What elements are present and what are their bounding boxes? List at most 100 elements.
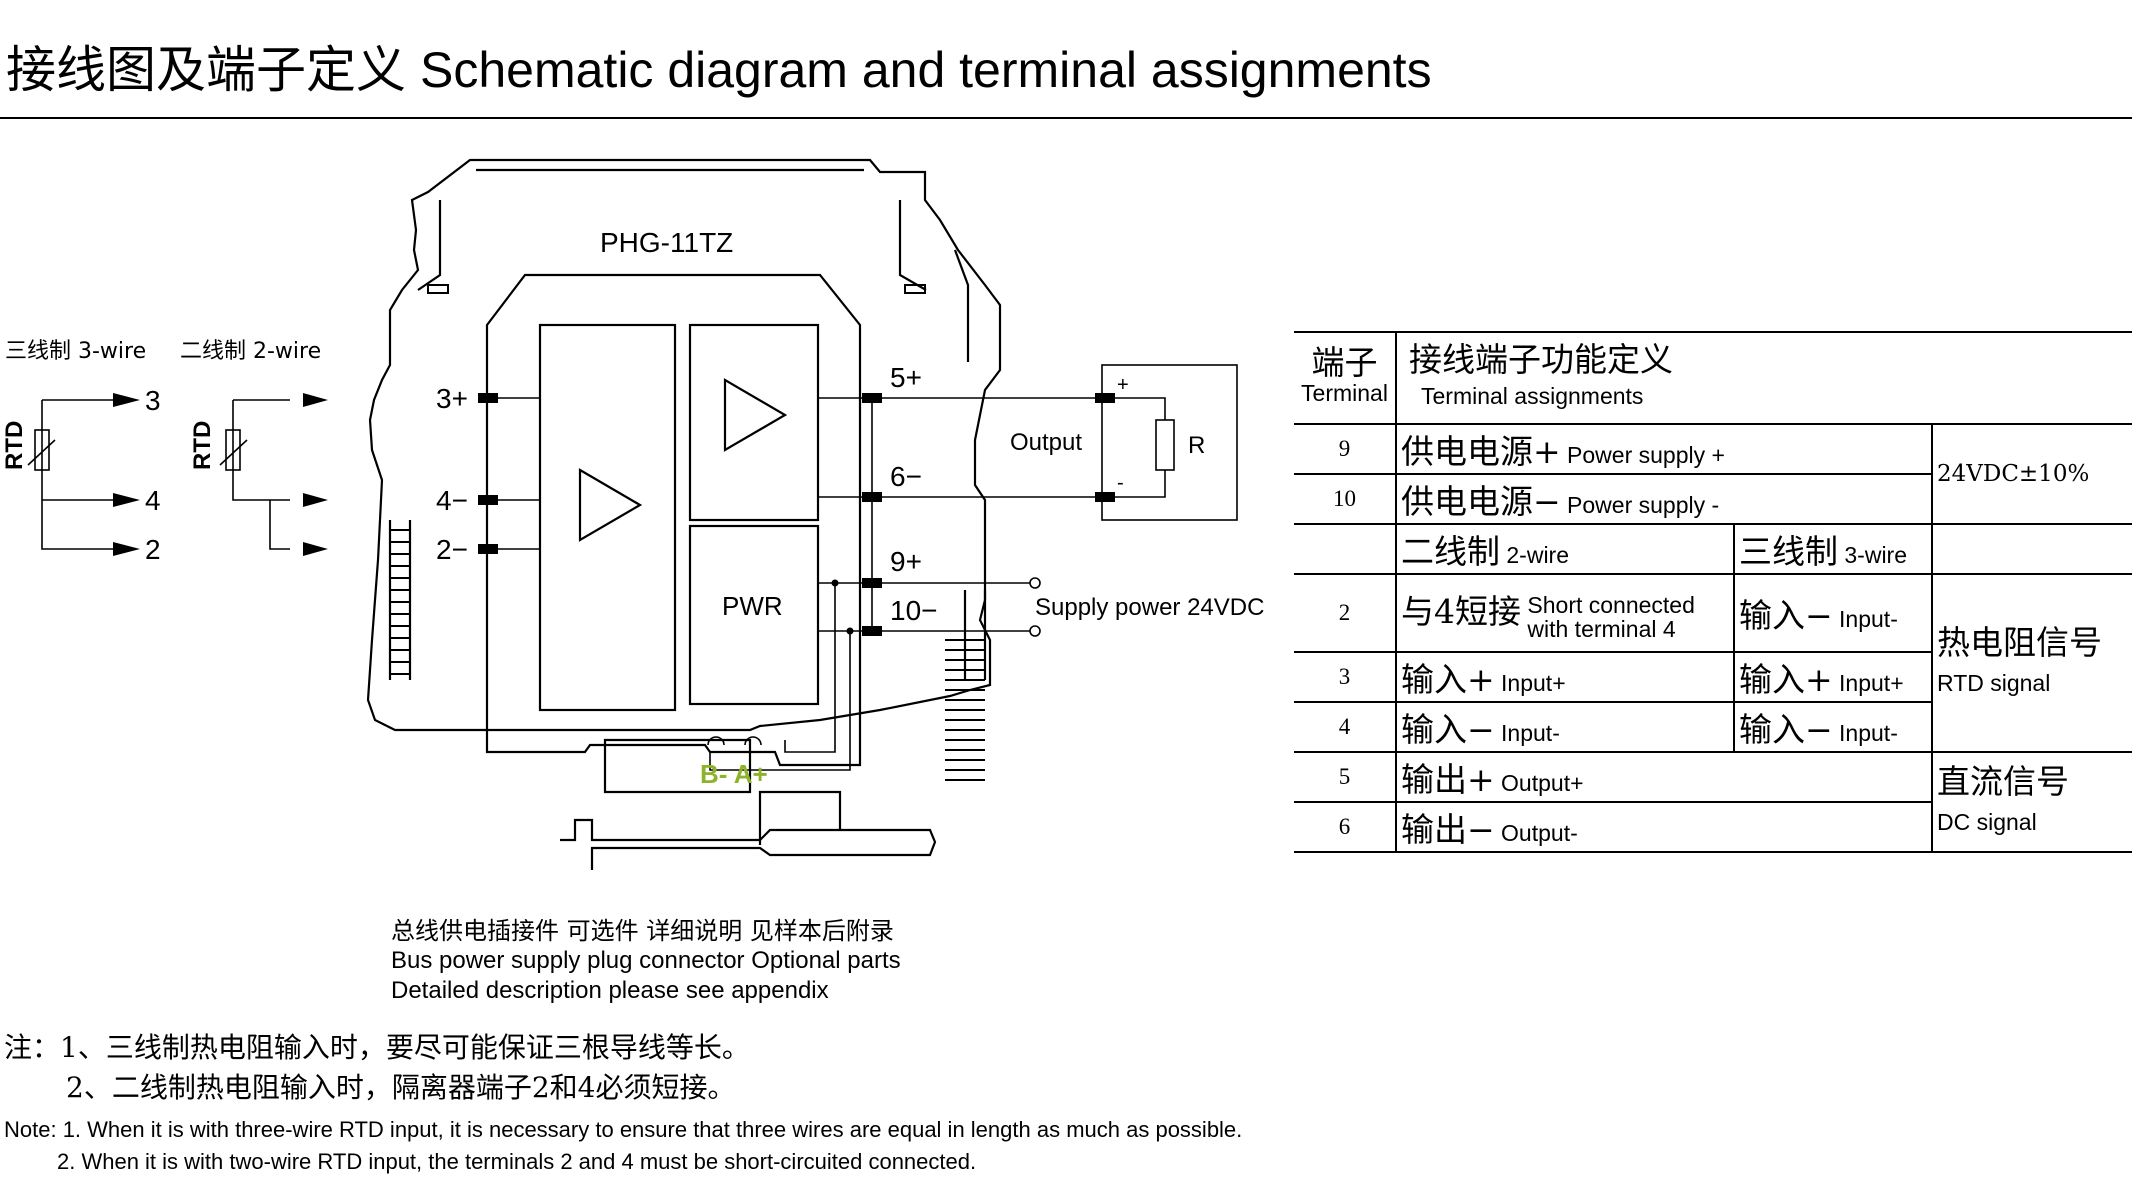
left-terminal-2: 2 bbox=[145, 534, 161, 565]
terminal-number: 5 bbox=[1294, 751, 1397, 803]
output-amplifier-block bbox=[688, 323, 820, 522]
two-wire-label: 二线制 2-wire bbox=[180, 339, 321, 364]
pwr-label: PWR bbox=[722, 591, 783, 621]
three-wire-cn: 三线制 bbox=[1739, 532, 1838, 571]
row-cn: 供电电源+ bbox=[1401, 432, 1561, 471]
table-row: 4 输入− Input- 输入− Input- bbox=[1294, 701, 2132, 753]
row-cn: 输入+ bbox=[1401, 660, 1495, 699]
terminal-number: 9 bbox=[1294, 423, 1397, 475]
table-row: 6 输出− Output- bbox=[1294, 801, 2132, 853]
row-cn: 供电电源− bbox=[1401, 482, 1561, 521]
rtd-signal-cn: 热电阻信号 bbox=[1937, 623, 2102, 662]
dc-signal-cn: 直流信号 bbox=[1937, 762, 2069, 801]
table-row: 10 供电电源− Power supply - bbox=[1294, 473, 2132, 525]
terminal-table: 端子 Terminal 接线端子功能定义 Terminal assignment… bbox=[1294, 331, 2132, 853]
row-en: Input- bbox=[1501, 720, 1560, 746]
note-cn-1: 注：1、三线制热电阻输入时，要尽可能保证三根导线等长。 bbox=[4, 1031, 750, 1064]
bus-note-en2: Detailed description please see appendix bbox=[391, 977, 829, 1004]
three-wire-label: 三线制 3-wire bbox=[5, 339, 146, 364]
terminal-number: 10 bbox=[1294, 473, 1397, 525]
terminal-pad-2 bbox=[478, 544, 498, 554]
input-amplifier-block bbox=[538, 323, 677, 712]
supply-value: 24VDC±10% bbox=[1931, 423, 2132, 525]
row-en: Input- bbox=[1839, 720, 1898, 746]
row-en: Input- bbox=[1839, 606, 1898, 632]
load-box bbox=[1101, 364, 1238, 521]
output-amplifier-icon bbox=[723, 378, 788, 452]
two-wire-en: 2-wire bbox=[1506, 542, 1570, 568]
header-terminal-en: Terminal bbox=[1301, 380, 1388, 406]
left-terminal-3: 3 bbox=[145, 385, 161, 416]
note-en-2: 2. When it is with two-wire RTD input, t… bbox=[57, 1149, 977, 1174]
terminal-number: 6 bbox=[1294, 801, 1397, 853]
bus-note-en1: Bus power supply plug connector Optional… bbox=[391, 947, 901, 974]
header-assignments: 接线端子功能定义 Terminal assignments bbox=[1395, 331, 2132, 425]
load-minus: - bbox=[1117, 472, 1124, 494]
row-cn: 与4短接 bbox=[1401, 592, 1521, 632]
page-title-en: Schematic diagram and terminal assignmen… bbox=[420, 42, 1432, 98]
load-resistor bbox=[1155, 419, 1175, 471]
note-cn-2: 2、二线制热电阻输入时，隔离器端子2和4必须短接。 bbox=[66, 1071, 736, 1104]
row-cn: 输入− bbox=[1739, 710, 1833, 749]
row-cn: 输入− bbox=[1739, 596, 1833, 635]
row-cn: 输入− bbox=[1401, 710, 1495, 749]
schematic-diagram: PHG-11TZ 三线制 3-wire 二线制 2-wire RTD RTD 3… bbox=[1, 158, 1264, 870]
model-label: PHG-11TZ bbox=[600, 227, 733, 258]
bus-note: 总线供电插接件 可选件 详细说明 见样本后附录 Bus power supply… bbox=[391, 916, 901, 1006]
table-row: 二线制 2-wire 三线制 3-wire bbox=[1294, 523, 2132, 575]
input-amplifier-icon bbox=[578, 468, 643, 542]
row-en: Output- bbox=[1501, 820, 1578, 846]
load-plus: + bbox=[1117, 374, 1129, 396]
row-en: Output+ bbox=[1501, 770, 1584, 796]
rtd-signal-en: RTD signal bbox=[1937, 670, 2051, 696]
table-row: 2 与4短接 Short connected with terminal 4 输… bbox=[1294, 573, 2132, 753]
three-wire-en: 3-wire bbox=[1844, 542, 1908, 568]
module-output-10: 10− bbox=[890, 595, 938, 626]
title-divider bbox=[0, 117, 2132, 119]
pwr-block bbox=[688, 524, 820, 706]
row-en: Power supply - bbox=[1567, 492, 1720, 518]
module-input-2: 2− bbox=[436, 534, 468, 565]
table-row: 5 输出+ Output+ 直流信号 DC signal bbox=[1294, 751, 2132, 853]
supply-label: Supply power 24VDC bbox=[1035, 594, 1264, 621]
terminal-number: 2 bbox=[1294, 573, 1397, 653]
terminal-pad-3 bbox=[478, 393, 498, 403]
table-row: 9 供电电源+ Power supply + 24VDC±10% bbox=[1294, 423, 2132, 525]
rtd-2wire-element bbox=[225, 429, 241, 471]
row-en: Input+ bbox=[1501, 670, 1566, 696]
two-wire-cn: 二线制 bbox=[1401, 532, 1500, 571]
table-row: 3 输入+ Input+ 输入+ Input+ bbox=[1294, 651, 2132, 703]
module-output-5: 5+ bbox=[890, 362, 922, 393]
left-terminal-4: 4 bbox=[145, 485, 161, 516]
rtd-3wire-element bbox=[34, 429, 50, 471]
output-label: Output bbox=[1010, 429, 1082, 456]
inner-panel bbox=[485, 273, 862, 767]
module-output-6: 6− bbox=[890, 461, 922, 492]
row-en: Short connected bbox=[1527, 591, 1695, 618]
bus-note-cn: 总线供电插接件 可选件 详细说明 见样本后附录 bbox=[391, 917, 894, 945]
header-terminal-cn: 端子 bbox=[1311, 343, 1378, 382]
terminal-pad-4 bbox=[478, 495, 498, 505]
terminal-number: 3 bbox=[1294, 651, 1397, 703]
module-output-9: 9+ bbox=[890, 546, 922, 577]
header-assignments-cn: 接线端子功能定义 bbox=[1409, 340, 1673, 379]
row-en: Power supply + bbox=[1567, 442, 1725, 468]
dc-signal-en: DC signal bbox=[1937, 809, 2037, 835]
terminal-number: 4 bbox=[1294, 701, 1397, 753]
module-input-4: 4− bbox=[436, 485, 468, 516]
rtd-3wire-label: RTD bbox=[1, 421, 28, 470]
bus-pins-label: B- A+ bbox=[700, 759, 768, 789]
rtd-signal: 热电阻信号 RTD signal bbox=[1931, 573, 2132, 753]
header-assignments-en: Terminal assignments bbox=[1421, 383, 1644, 409]
load-label: R bbox=[1188, 432, 1205, 459]
header-terminal: 端子 Terminal bbox=[1294, 331, 1397, 425]
row-en: Input+ bbox=[1839, 670, 1904, 696]
module-housing bbox=[366, 158, 1002, 732]
row-cn: 输出+ bbox=[1401, 760, 1495, 799]
row-cn: 输出− bbox=[1401, 810, 1495, 849]
page-title-cn: 接线图及端子定义 bbox=[6, 41, 406, 99]
row-en: with terminal 4 bbox=[1527, 615, 1676, 642]
row-cn: 输入+ bbox=[1739, 660, 1833, 699]
note-en-1: Note: 1. When it is with three-wire RTD … bbox=[4, 1117, 1243, 1142]
